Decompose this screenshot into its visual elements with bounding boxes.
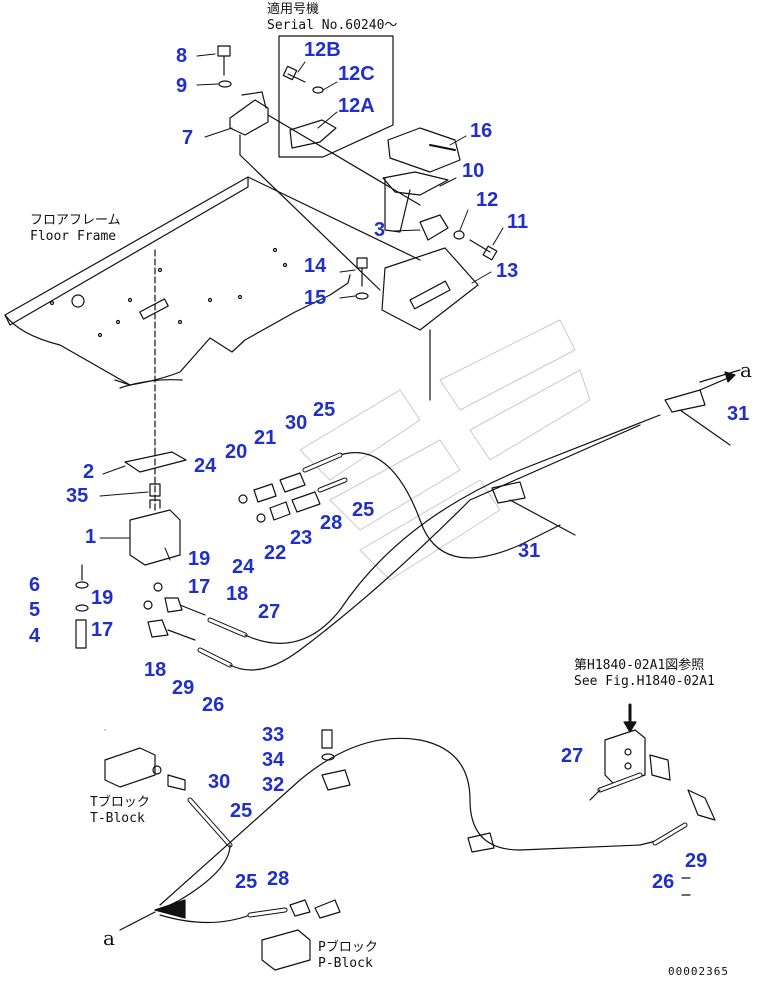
see-fig-label-jp: 第H1840-02A1図参照: [574, 658, 705, 673]
fittings: [143, 582, 206, 641]
callout-27-a: 27: [258, 601, 281, 623]
pedal-assembly: [382, 127, 498, 261]
hose-lines: [197, 414, 661, 671]
floor-frame-label-en: Floor Frame: [30, 229, 117, 244]
callout-12c: 12C: [338, 63, 375, 85]
callout-12a: 12A: [338, 95, 375, 117]
floor-frame-label-jp: フロアフレーム: [30, 213, 121, 228]
callout-6: 6: [29, 574, 41, 596]
callout-5: 5: [29, 599, 41, 621]
base-plate: [355, 247, 479, 401]
callout-26-a: 26: [202, 694, 225, 716]
arrow-letter-top: a: [740, 358, 752, 382]
callout-14: 14: [304, 255, 327, 277]
pedal-bracket: [217, 45, 421, 291]
callout-30-b: 30: [208, 771, 231, 793]
lower-right-block: [589, 703, 716, 846]
callout-12b: 12B: [304, 39, 341, 61]
callout-10: 10: [462, 160, 485, 182]
callout-3: 3: [374, 219, 386, 241]
applicable-label: 適用号機: [267, 2, 320, 17]
pblock-label-en: P-Block: [318, 956, 373, 971]
callout-17-b: 17: [91, 619, 114, 641]
callout-18-b: 18: [144, 659, 167, 681]
callout-16: 16: [470, 120, 493, 142]
callout-23: 23: [290, 527, 313, 549]
callout-25-c: 25: [230, 800, 253, 822]
callout-34: 34: [262, 749, 285, 771]
callout-21: 21: [254, 427, 277, 449]
callout-25-a: 25: [313, 399, 336, 421]
callout-13: 13: [496, 260, 519, 282]
tblock-label-jp: Tブロック: [90, 795, 150, 810]
callout-4: 4: [29, 625, 41, 647]
callout-30-a: 30: [285, 412, 308, 434]
serial-box: [278, 35, 394, 158]
lower-view: [104, 729, 661, 971]
serial-parts: [282, 65, 337, 149]
callout-12: 12: [476, 189, 499, 211]
middle-fittings: [238, 452, 348, 523]
callout-17-a: 17: [188, 576, 211, 598]
callout-28-a: 28: [320, 512, 343, 534]
callout-32: 32: [262, 774, 285, 796]
callout-20: 20: [225, 441, 248, 463]
callout-19-b: 19: [91, 587, 114, 609]
callout-1: 1: [85, 526, 97, 548]
callout-29-a: 29: [172, 677, 195, 699]
callout-18-a: 18: [226, 583, 249, 605]
callout-2: 2: [83, 461, 95, 483]
callout-7: 7: [182, 127, 194, 149]
callout-19-a: 19: [188, 548, 211, 570]
callout-31-a: 31: [727, 403, 750, 425]
callout-8: 8: [176, 45, 188, 67]
tblock-label-en: T-Block: [90, 811, 145, 826]
watermark-logo: [299, 319, 591, 581]
callout-29-b: 29: [685, 850, 708, 872]
clamps: [491, 369, 741, 536]
callout-35: 35: [66, 485, 89, 507]
brake-valve: [75, 449, 187, 649]
callout-25-d: 25: [235, 871, 258, 893]
callout-26-b: 26: [652, 871, 675, 893]
callout-31-b: 31: [518, 540, 541, 562]
drawing-number: 00002365: [668, 965, 729, 978]
callout-15: 15: [304, 287, 327, 309]
callout-25-b: 25: [352, 499, 375, 521]
pblock-label-jp: Pブロック: [318, 940, 378, 955]
serial-label: Serial No.60240～: [267, 18, 398, 33]
leader-lines: [75, 53, 504, 731]
arrow-letter-bottom: a: [103, 926, 115, 950]
callout-24-a: 24: [194, 455, 217, 477]
callout-33: 33: [262, 724, 285, 746]
callout-22: 22: [264, 542, 287, 564]
see-fig-label-en: See Fig.H1840-02A1: [574, 674, 715, 689]
callout-24-b: 24: [232, 556, 255, 578]
callout-9: 9: [176, 75, 188, 97]
callout-28-b: 28: [267, 868, 290, 890]
callout-27-b: 27: [561, 745, 584, 767]
callout-11: 11: [507, 211, 529, 233]
